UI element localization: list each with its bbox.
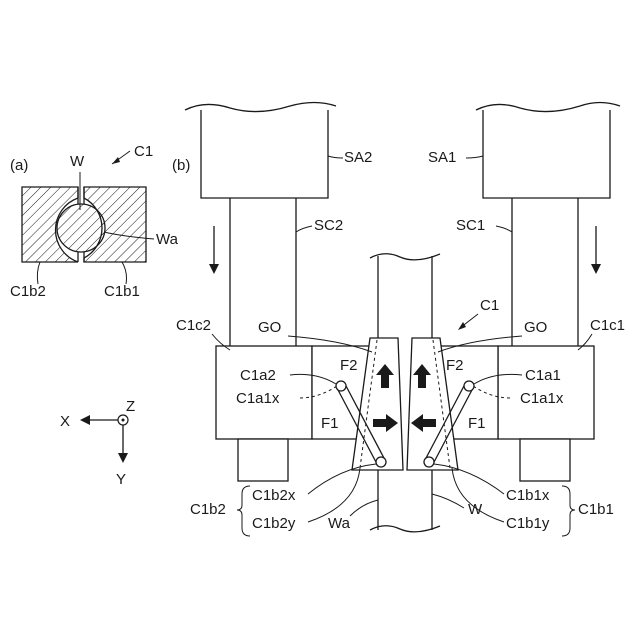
- leader-c1b1-a: [122, 262, 127, 284]
- label-c1-a: C1: [134, 143, 153, 160]
- label-c1b2x: C1b2x: [252, 487, 296, 504]
- axis-label-x: X: [60, 413, 70, 430]
- label-c1b1y: C1b1y: [506, 515, 550, 532]
- actuator-sa2: [201, 110, 328, 198]
- label-c1a2: C1a2: [240, 367, 276, 384]
- label-w-a: W: [70, 153, 85, 170]
- label-w-b: W: [468, 501, 483, 518]
- leader-wa-b: [350, 500, 378, 516]
- arrowhead-c1-b: [458, 322, 466, 330]
- leader-c1b2-a: [37, 262, 40, 284]
- label-c1b1-b: C1b1: [578, 501, 614, 518]
- actuator-sa1: [483, 110, 610, 198]
- gripper-foot-left: [238, 439, 288, 481]
- leader-sa2: [328, 156, 343, 158]
- label-c1c2: C1c2: [176, 317, 211, 334]
- brace-left: [237, 486, 250, 536]
- panel-b-tag: (b): [172, 157, 190, 174]
- label-go-left: GO: [258, 319, 281, 336]
- label-f2-left: F2: [340, 357, 358, 374]
- label-c1a1: C1a1: [525, 367, 561, 384]
- label-wa-b: Wa: [328, 515, 351, 532]
- label-c1-b: C1: [480, 297, 499, 314]
- label-c1b1x: C1b1x: [506, 487, 550, 504]
- label-go-right: GO: [524, 319, 547, 336]
- label-c1b2-b: C1b2: [190, 501, 226, 518]
- break-line-sa1: [476, 103, 620, 112]
- leader-sc2: [296, 226, 312, 232]
- label-c1a1x-right: C1a1x: [520, 390, 564, 407]
- panel-b: (b) SA2 SA1 SC2 SC1: [172, 103, 625, 537]
- x-axis-arrowhead: [80, 415, 90, 425]
- leader-sa1: [466, 156, 483, 158]
- label-f2-right: F2: [446, 357, 464, 374]
- panel-a: (a) C1 W Wa C1b2 C1b1: [10, 143, 179, 300]
- label-sc1: SC1: [456, 217, 485, 234]
- y-axis-arrowhead: [118, 453, 128, 463]
- axis-label-z: Z: [126, 398, 135, 415]
- label-f1-right: F1: [468, 415, 486, 432]
- label-c1c1: C1c1: [590, 317, 625, 334]
- panel-a-tag: (a): [10, 157, 28, 174]
- label-wa-a: Wa: [156, 231, 179, 248]
- down-arrow-left-icon: [209, 226, 219, 274]
- leader-w-b: [432, 494, 464, 508]
- leader-sc1: [496, 226, 512, 232]
- break-line-sa2: [185, 103, 336, 112]
- label-c1b1-a: C1b1: [104, 283, 140, 300]
- label-sa1: SA1: [428, 149, 456, 166]
- workpiece-w-section: [57, 204, 105, 252]
- gripper-foot-right: [520, 439, 570, 481]
- down-arrow-right-icon: [591, 226, 601, 274]
- brace-right: [562, 486, 575, 536]
- axis-triad: X Z Y: [60, 398, 135, 488]
- label-c1b2-a: C1b2: [10, 283, 46, 300]
- label-c1a1x-left: C1a1x: [236, 390, 280, 407]
- label-sa2: SA2: [344, 149, 372, 166]
- arrowhead-c1-a: [112, 157, 120, 164]
- label-f1-left: F1: [321, 415, 339, 432]
- label-sc2: SC2: [314, 217, 343, 234]
- axis-label-y: Y: [116, 471, 126, 488]
- label-c1b2y: C1b2y: [252, 515, 296, 532]
